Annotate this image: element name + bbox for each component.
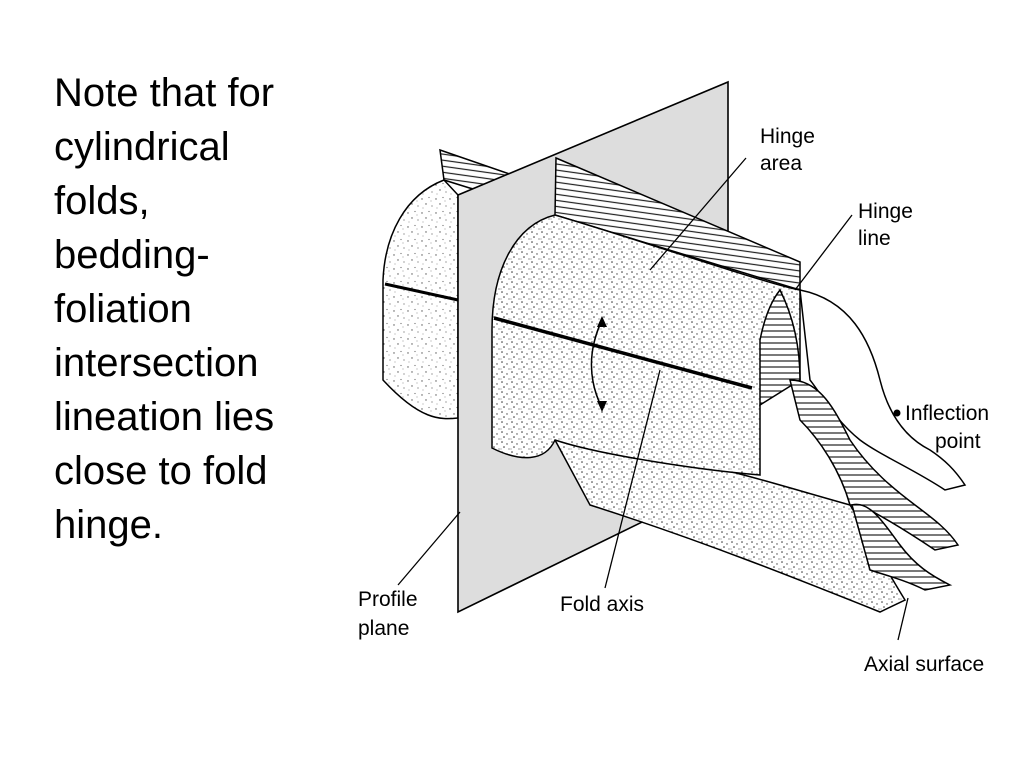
main-fold-surface	[491, 214, 801, 476]
hinge-line-label-line: line	[858, 227, 891, 250]
hinge-line-label-line: Hinge	[858, 200, 913, 223]
inflection-point-marker	[893, 409, 901, 417]
note-line: cylindrical	[54, 125, 230, 169]
profile-plane-leader	[397, 511, 461, 586]
back-fold-surface	[382, 179, 459, 420]
note-line: Note that for	[54, 71, 275, 115]
fold-axis-line	[493, 316, 753, 390]
profile-plane-label-line: Profile	[358, 588, 418, 611]
hinge-line-leader	[794, 214, 853, 291]
note-line: bedding-	[54, 233, 210, 277]
inflection-point-label: Inflection point	[905, 402, 995, 453]
fold-axis-label: Fold axis	[560, 593, 644, 616]
wavy-layer-1	[799, 289, 967, 491]
note-text: Note that for cylindrical folds, bedding…	[54, 66, 324, 552]
hinge-line-label: Hinge line	[858, 200, 919, 250]
back-fold-bedding-line	[384, 282, 459, 302]
note-line: folds,	[54, 179, 150, 223]
wavy-layer-3	[851, 503, 953, 591]
note-line: intersection	[54, 341, 259, 385]
hinge-area-label-line: area	[760, 152, 802, 175]
note-line: foliation	[54, 287, 192, 331]
hinge-area-leader	[649, 157, 747, 271]
note-line: lineation lies	[54, 395, 275, 439]
profile-plane-label: Profile plane	[358, 588, 423, 640]
curvature-arrow	[590, 316, 607, 412]
axial-surface-leader	[897, 597, 909, 641]
wavy-layer-2	[789, 379, 960, 551]
profile-plane-label-line: plane	[358, 617, 409, 640]
fold-diagram: Hinge area Hinge line Inflection point P…	[358, 80, 995, 676]
note-line: close to fold	[54, 449, 268, 493]
note-line: hinge.	[54, 503, 163, 547]
fold-axis-leader	[604, 369, 661, 589]
hinge-area-label-line: Hinge	[760, 125, 815, 148]
axial-surface-label: Axial surface	[864, 653, 984, 676]
hinge-area-label: Hinge area	[760, 125, 821, 175]
inflection-point-label-line: Inflection	[905, 402, 989, 425]
inflection-point-label-line: point	[935, 430, 981, 453]
right-hatched-edge	[759, 288, 801, 407]
